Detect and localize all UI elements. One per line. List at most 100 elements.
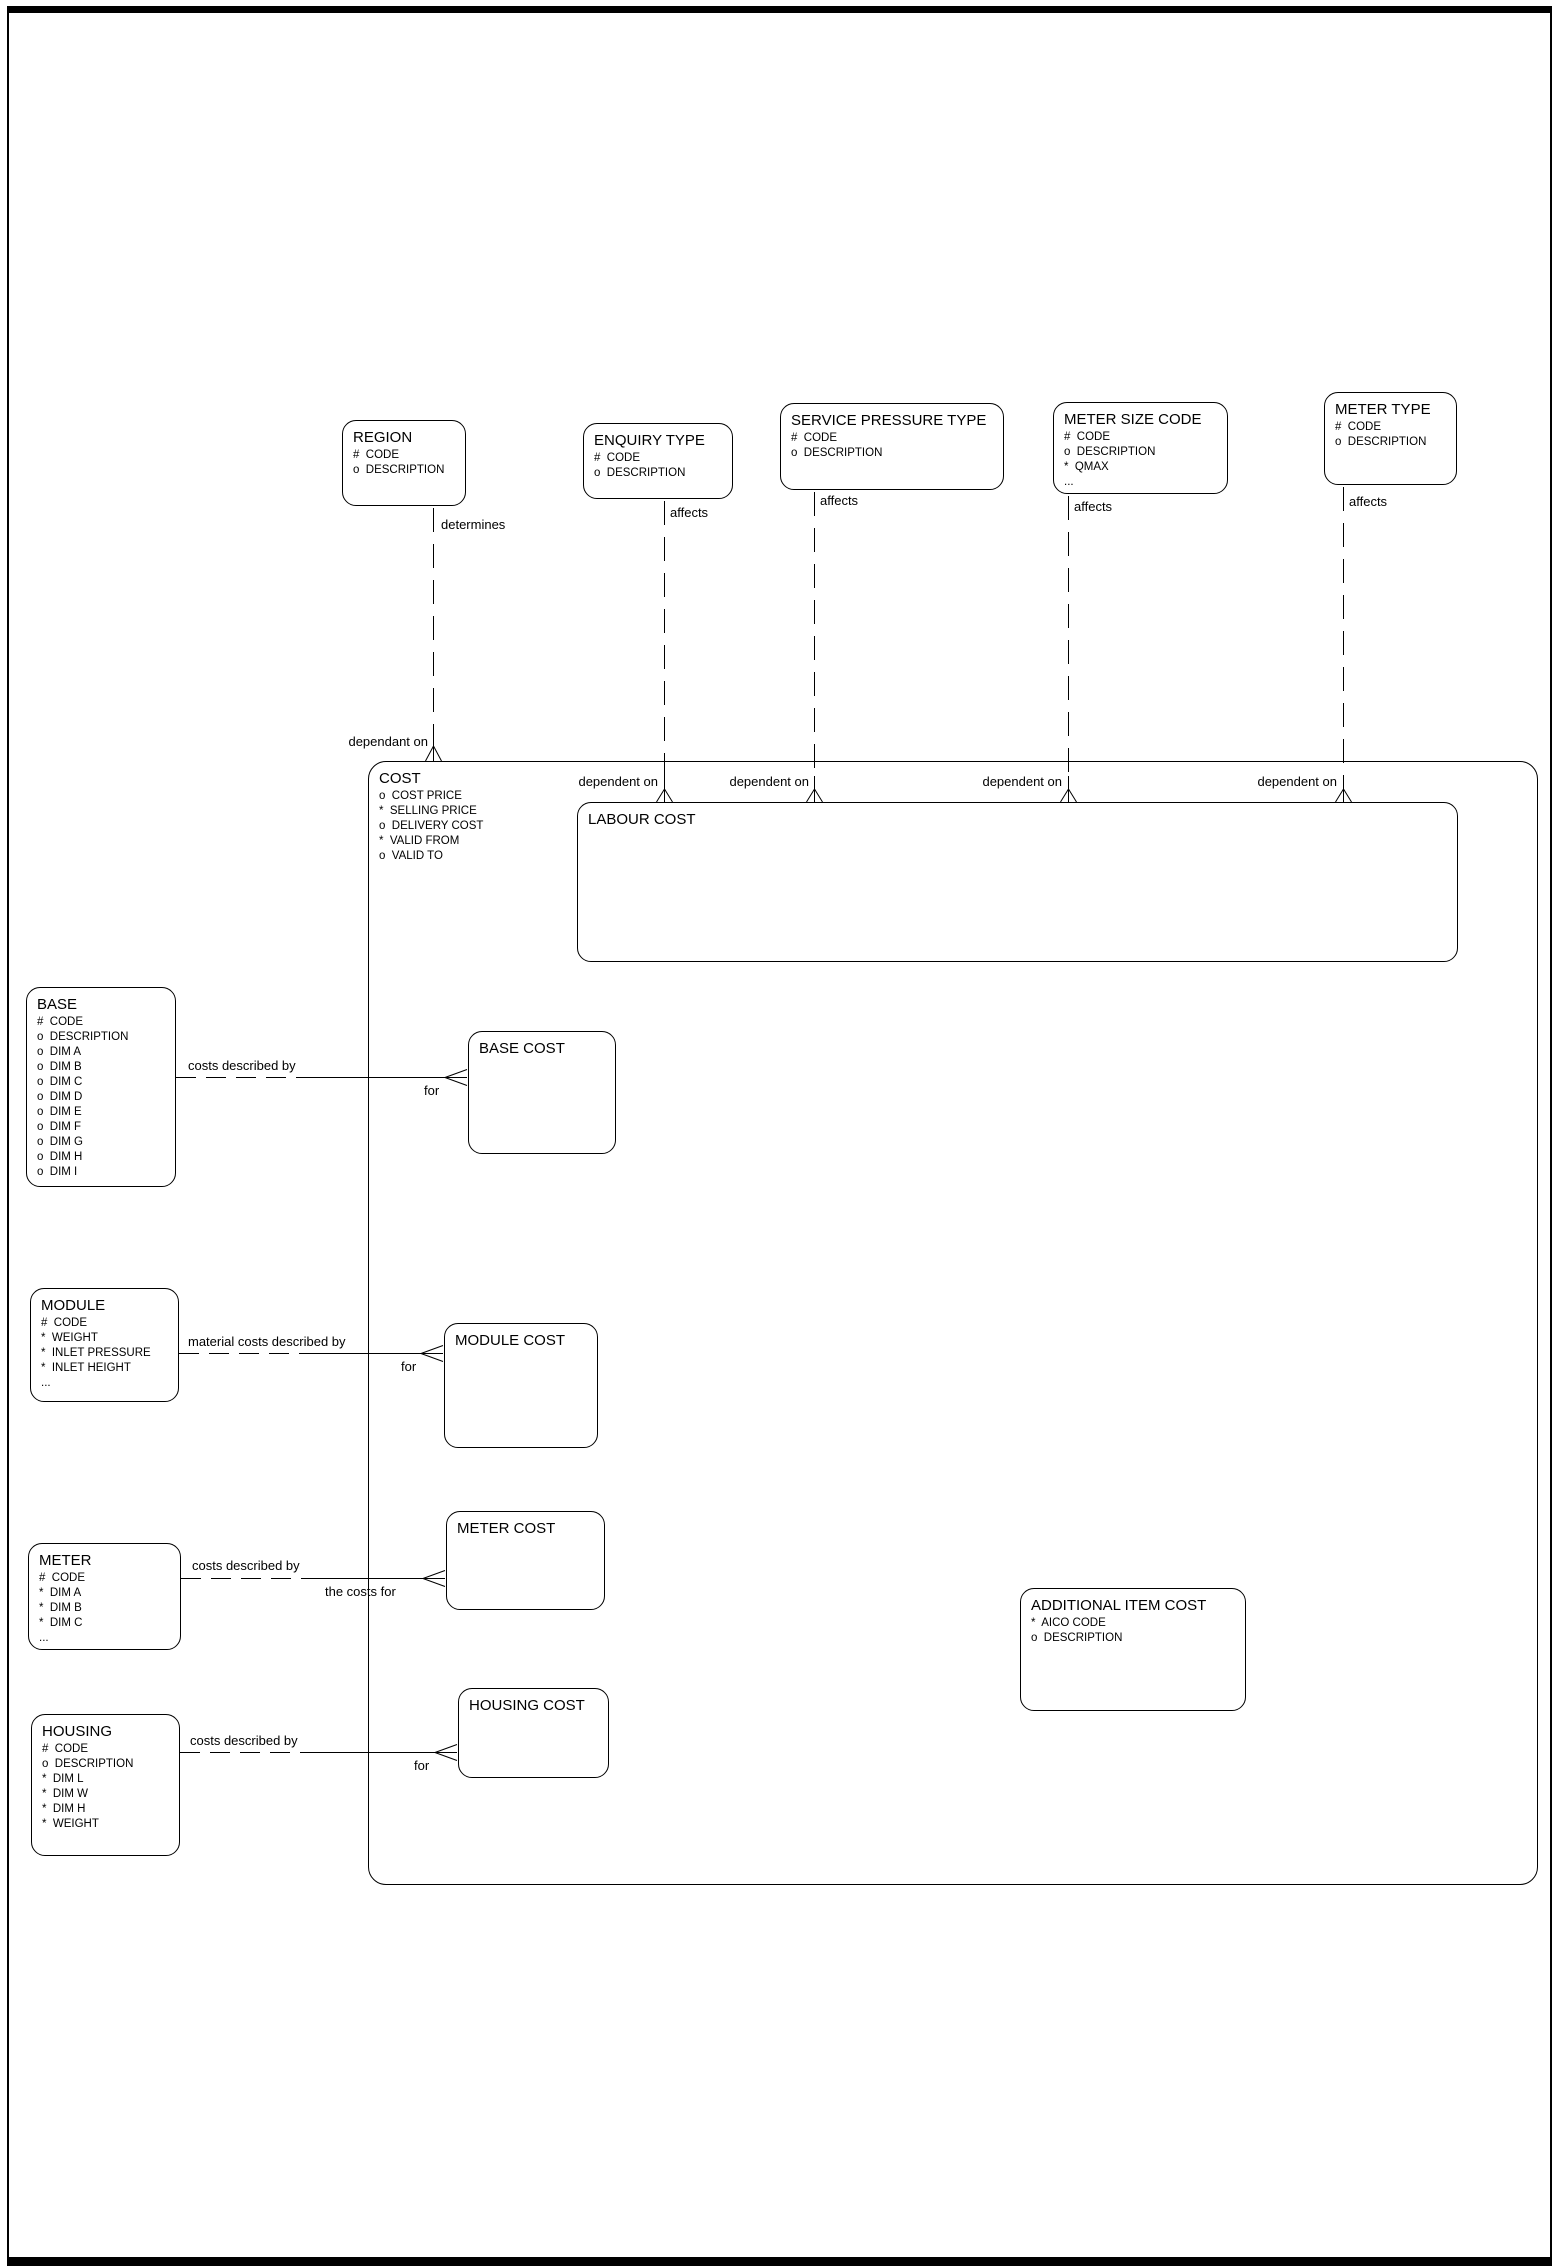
attribute: ... [1064, 476, 1074, 488]
relationship-line-region-cost [425, 508, 442, 762]
attribute: o DESCRIPTION [42, 1758, 134, 1770]
entity-meter-size-code[interactable]: METER SIZE CODE # CODE o DESCRIPTION * Q… [1053, 402, 1228, 494]
attribute: o COST PRICE [379, 790, 462, 802]
relationship-label-dependent-on: dependent on [729, 774, 809, 789]
relationship-line-base-basecost [176, 1069, 468, 1086]
attribute: * VALID FROM [379, 835, 460, 847]
entity-title: METER TYPE [1335, 401, 1431, 418]
entity-labour-cost[interactable]: LABOUR COST [577, 802, 1458, 962]
attribute: o DIM I [37, 1166, 78, 1178]
entity-title: LABOUR COST [588, 811, 696, 828]
attribute: # CODE [353, 449, 400, 461]
attribute: o VALID TO [379, 850, 443, 862]
entity-cost[interactable]: COST o COST PRICE * SELLING PRICE o DELI… [368, 761, 1538, 1885]
entity-enquiry-type[interactable]: ENQUIRY TYPE # CODE o DESCRIPTION [583, 423, 733, 499]
entity-module-cost[interactable]: MODULE COST [444, 1323, 598, 1448]
entity-base[interactable]: BASE # CODE o DESCRIPTION o DIM A o DIM … [26, 987, 176, 1187]
attribute: o DESCRIPTION [1064, 446, 1156, 458]
attribute: o DESCRIPTION [37, 1031, 129, 1043]
attribute: * AICO CODE [1031, 1617, 1106, 1629]
relationship-label-dependent-on: dependent on [1257, 774, 1337, 789]
entity-meter-cost[interactable]: METER COST [446, 1511, 605, 1610]
attribute: o DIM D [37, 1091, 83, 1103]
attribute: o DESCRIPTION [594, 467, 686, 479]
relationship-line-enquiry-labour [656, 501, 673, 803]
entity-region[interactable]: REGION # CODE o DESCRIPTION [342, 420, 466, 506]
relationship-line-metertype-labour [1335, 487, 1352, 803]
attribute: o DESCRIPTION [791, 447, 883, 459]
attribute: o DESCRIPTION [353, 464, 445, 476]
entity-attributes: # CODE o DESCRIPTION [594, 451, 726, 481]
attribute: o DIM F [37, 1121, 82, 1133]
relationship-label-dependent-on: dependent on [982, 774, 1062, 789]
attribute: * DIM A [39, 1587, 82, 1599]
attribute: ... [39, 1632, 49, 1644]
entity-attributes: # CODE o DESCRIPTION [353, 448, 459, 478]
relationship-line-service-labour [806, 492, 823, 803]
entity-title: METER [39, 1552, 92, 1569]
entity-attributes: # CODE o DESCRIPTION [1335, 420, 1450, 450]
entity-additional-item-cost[interactable]: ADDITIONAL ITEM COST * AICO CODE o DESCR… [1020, 1588, 1246, 1711]
entity-module[interactable]: MODULE # CODE * WEIGHT * INLET PRESSURE … [30, 1288, 179, 1402]
relationship-line-housing-housingcost [180, 1744, 458, 1761]
attribute: * INLET PRESSURE [41, 1347, 151, 1359]
attribute: * WEIGHT [42, 1818, 99, 1830]
entity-title: REGION [353, 429, 413, 446]
entity-title: MODULE [41, 1297, 106, 1314]
entity-attributes: # CODE * DIM A * DIM B * DIM C ... [39, 1571, 174, 1646]
attribute: o DESCRIPTION [1335, 436, 1427, 448]
relationship-label-affects: affects [820, 493, 859, 508]
attribute: * DIM H [42, 1803, 86, 1815]
entity-title: ENQUIRY TYPE [594, 432, 705, 449]
attribute: o DIM G [37, 1136, 84, 1148]
relationship-label-for: for [424, 1083, 440, 1098]
attribute: ... [41, 1377, 51, 1389]
entity-attributes: # CODE o DESCRIPTION * QMAX ... [1064, 430, 1221, 490]
entity-title: COST [379, 770, 421, 787]
entity-base-cost[interactable]: BASE COST [468, 1031, 616, 1154]
entity-title: MODULE COST [455, 1332, 566, 1349]
attribute: * INLET HEIGHT [41, 1362, 131, 1374]
attribute: # CODE [1064, 431, 1111, 443]
attribute: * QMAX [1064, 461, 1109, 473]
entity-housing[interactable]: HOUSING # CODE o DESCRIPTION * DIM L * D… [31, 1714, 180, 1856]
entity-housing-cost[interactable]: HOUSING COST [458, 1688, 609, 1778]
attribute: o DESCRIPTION [1031, 1632, 1123, 1644]
attribute: # CODE [1335, 421, 1382, 433]
entity-title: METER COST [457, 1520, 556, 1537]
entity-title: ADDITIONAL ITEM COST [1031, 1597, 1207, 1614]
attribute: # CODE [39, 1572, 86, 1584]
attribute: * SELLING PRICE [379, 805, 477, 817]
attribute: o DIM A [37, 1046, 82, 1058]
attribute: # CODE [791, 432, 838, 444]
relationship-line-metersize-labour [1060, 496, 1077, 803]
entity-meter-type[interactable]: METER TYPE # CODE o DESCRIPTION [1324, 392, 1457, 485]
attribute: # CODE [42, 1743, 89, 1755]
attribute: o DIM E [37, 1106, 82, 1118]
relationship-label-affects: affects [1349, 494, 1388, 509]
relationship-line-meter-metercost [181, 1570, 446, 1587]
attribute: * DIM W [42, 1788, 88, 1800]
attribute: o DIM C [37, 1076, 83, 1088]
attribute: o DIM H [37, 1151, 83, 1163]
attribute: o DELIVERY COST [379, 820, 484, 832]
entity-attributes: # CODE o DESCRIPTION [791, 431, 997, 461]
entity-meter[interactable]: METER # CODE * DIM A * DIM B * DIM C ... [28, 1543, 181, 1650]
attribute: * DIM C [39, 1617, 83, 1629]
relationship-label-for: for [414, 1758, 430, 1773]
entity-attributes: * AICO CODE o DESCRIPTION [1031, 1616, 1239, 1646]
attribute: * WEIGHT [41, 1332, 98, 1344]
relationship-label-material-costs-described-by: material costs described by [188, 1334, 346, 1349]
relationship-label-determines: determines [441, 517, 506, 532]
relationship-label-costs-described-by: costs described by [188, 1058, 296, 1073]
entity-attributes: # CODE o DESCRIPTION * DIM L * DIM W * D… [42, 1742, 173, 1832]
relationship-label-costs-described-by: costs described by [192, 1558, 300, 1573]
attribute: # CODE [594, 452, 641, 464]
entity-service-pressure-type[interactable]: SERVICE PRESSURE TYPE # CODE o DESCRIPTI… [780, 403, 1004, 490]
entity-attributes: o COST PRICE * SELLING PRICE o DELIVERY … [379, 789, 1531, 864]
entity-attributes: # CODE o DESCRIPTION o DIM A o DIM B o D… [37, 1015, 169, 1180]
relationship-label-affects: affects [670, 505, 709, 520]
entity-title: HOUSING [42, 1723, 113, 1740]
